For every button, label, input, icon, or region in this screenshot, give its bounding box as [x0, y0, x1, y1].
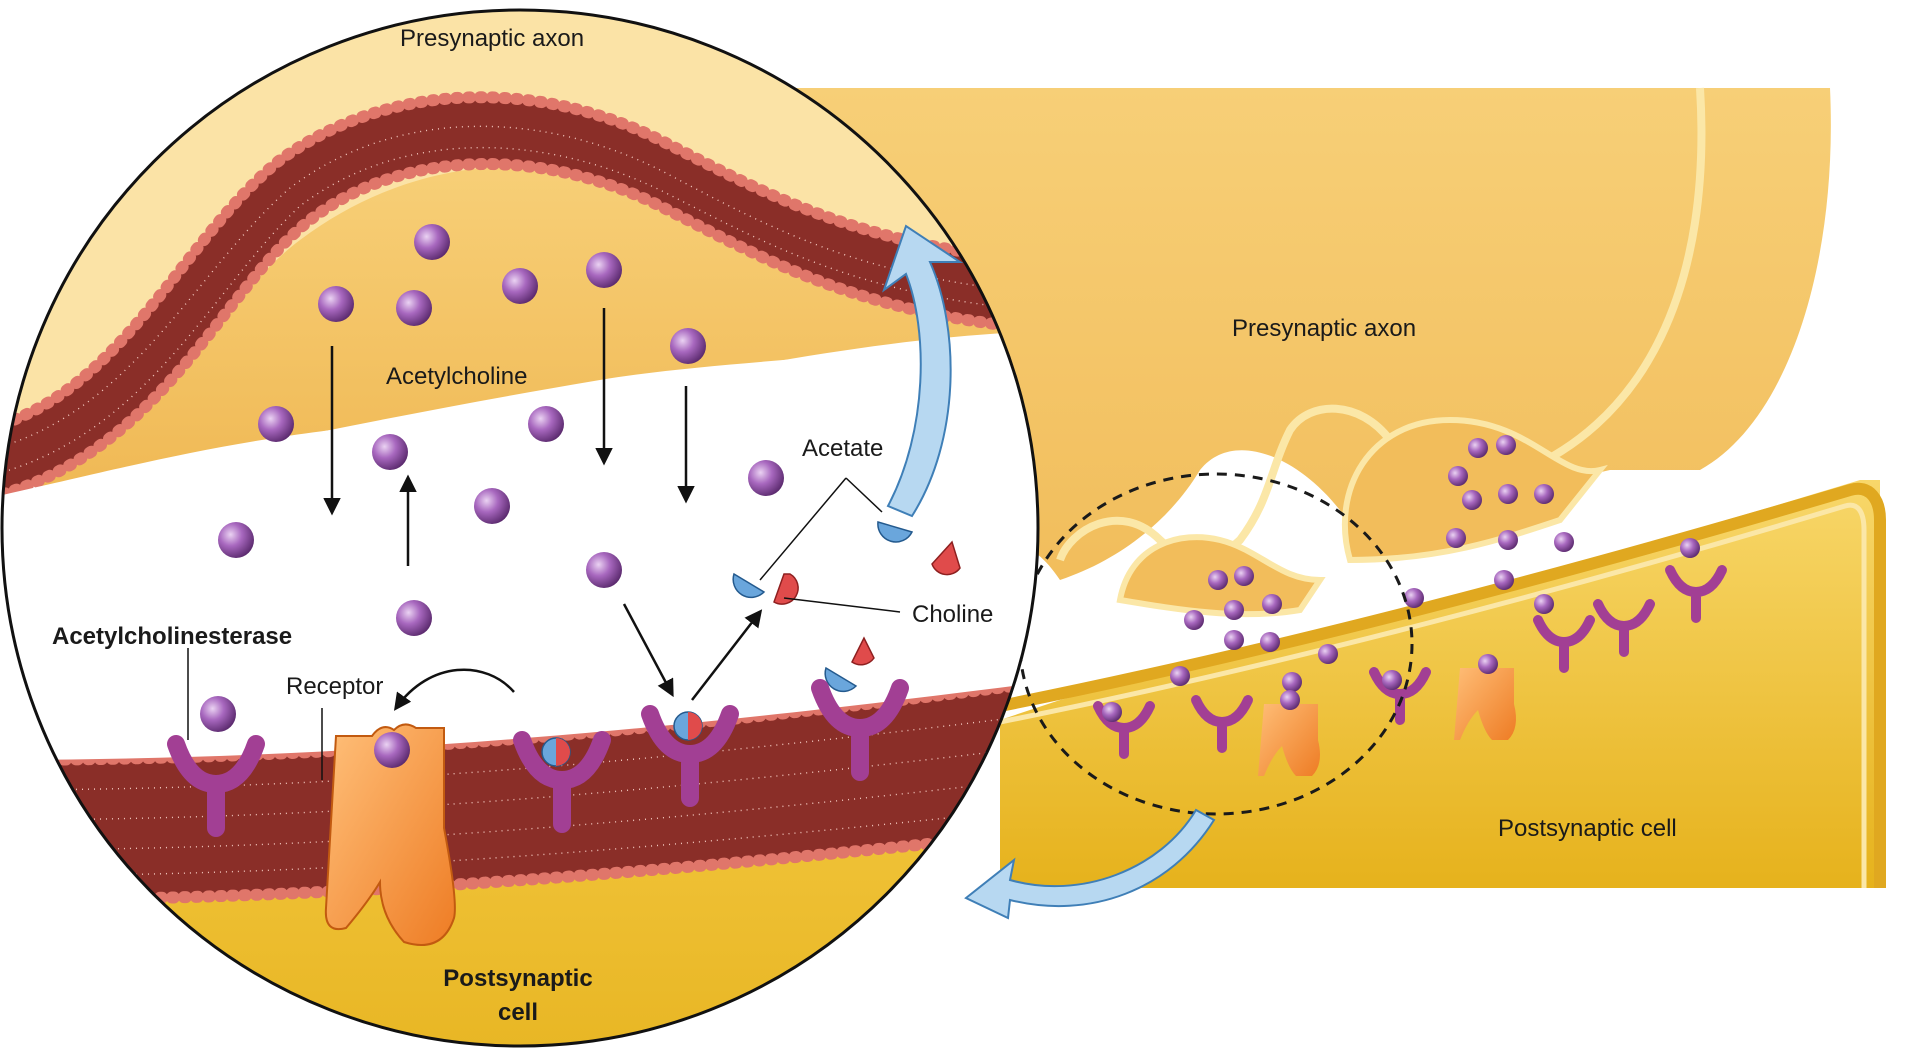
receptor-bound-acetylcholine	[374, 732, 410, 768]
acetate-fragment	[877, 521, 914, 543]
overview-acetylcholine	[1282, 672, 1302, 692]
enzyme-group	[167, 679, 909, 837]
overview-acetylcholine	[1462, 490, 1482, 510]
circle-presynaptic-label: Presynaptic axon	[400, 25, 584, 52]
overview-acetylcholine	[1382, 670, 1402, 690]
hydrolysis-arrow	[691, 609, 763, 701]
acetylcholine-molecule	[396, 600, 432, 636]
overview-acetylcholine	[1102, 702, 1122, 722]
acetylcholine-molecule	[586, 552, 622, 588]
overview-enzyme	[1191, 695, 1253, 753]
overview-enzyme	[1369, 667, 1431, 725]
acetylcholine-molecule	[748, 460, 784, 496]
bound-acetylcholine	[541, 711, 703, 767]
choline-fragment	[851, 636, 875, 666]
synaptic-cleft	[2, 330, 1038, 760]
overview-acetylcholine	[1554, 532, 1574, 552]
acetylcholine-label: Acetylcholine	[386, 363, 527, 390]
overview-axon-membrane	[1056, 87, 1706, 562]
overview-acetylcholine	[1534, 594, 1554, 614]
circle-postsynaptic-label-line2: cell	[498, 999, 538, 1026]
overview-acetylcholine	[1494, 570, 1514, 590]
acetylcholine-molecule	[372, 434, 408, 470]
acetylcholine-molecule	[200, 696, 236, 732]
overview-receptor-channel	[1454, 663, 1516, 740]
circle-postsynaptic-label-line1: Postsynaptic	[443, 965, 592, 992]
acetate-fragment	[732, 572, 766, 599]
choline-reuptake-arrow	[882, 224, 964, 518]
hydrolysis-products	[732, 521, 961, 693]
overview-acetylcholine	[1280, 690, 1300, 710]
acetylcholine-molecule	[218, 522, 254, 558]
circle-axon-inner	[40, 166, 1038, 490]
choline-label: Choline	[912, 601, 993, 628]
overview-receptor-channel	[1258, 699, 1320, 776]
overview-acetylcholine	[1224, 630, 1244, 650]
acetylcholine-molecule	[670, 328, 706, 364]
overview-acetylcholine-group	[1170, 435, 1574, 692]
overview-enzyme	[1593, 599, 1655, 657]
acetylcholinesterase-enzyme	[811, 679, 909, 781]
overview-acetylcholine	[1260, 632, 1280, 652]
overview-acetylcholine	[1498, 530, 1518, 550]
acetylcholine-molecule	[586, 252, 622, 288]
overview-acetylcholine	[1184, 610, 1204, 630]
acetylcholine-molecule	[414, 224, 450, 260]
presynaptic-membrane	[2, 97, 1038, 500]
acetylcholinesterase-enzyme	[641, 705, 739, 807]
zoom-region-outline	[1018, 472, 1414, 816]
overview-acetylcholine	[1404, 588, 1424, 608]
acetylcholinesterase-enzyme	[513, 731, 611, 833]
overview-presynaptic-label: Presynaptic axon	[1232, 315, 1416, 342]
acetylcholine-molecule	[474, 488, 510, 524]
overview-acetylcholine	[1496, 435, 1516, 455]
choline-leader	[783, 597, 901, 613]
overview-acetylcholine	[1208, 570, 1228, 590]
binding-arrow	[622, 603, 674, 698]
choline-fragment	[773, 573, 799, 605]
overview-acetylcholine	[1534, 484, 1554, 504]
overview-acetylcholine	[1448, 466, 1468, 486]
overview-enzyme	[1533, 615, 1595, 673]
overview-postsynaptic-label: Postsynaptic cell	[1498, 815, 1677, 842]
magnified-view-border	[0, 8, 1040, 1048]
overview-acetylcholine	[1224, 600, 1244, 620]
acetylcholine-group	[200, 224, 784, 732]
overview-vesicle-bulge-right	[1341, 416, 1608, 564]
acetate-leader	[759, 477, 883, 581]
acetylcholine-molecule	[502, 268, 538, 304]
diffusion-arrows	[323, 308, 763, 711]
acetylcholinesterase-label: Acetylcholinesterase	[52, 623, 292, 650]
acetylcholine-molecule	[528, 406, 564, 442]
overview-acetylcholine	[1234, 566, 1254, 586]
zoom-arrow	[964, 808, 1216, 920]
acetylcholine-molecule	[396, 290, 432, 326]
acetylcholinesterase-enzyme	[167, 735, 265, 837]
overview-acetylcholine	[1478, 654, 1498, 674]
overview-enzyme	[1665, 565, 1727, 623]
overview-acetylcholine	[1468, 438, 1488, 458]
overview-acetylcholine	[1498, 484, 1518, 504]
overview-acetylcholine	[1680, 538, 1700, 558]
receptor-binding-arrow	[393, 668, 515, 711]
receptor-label: Receptor	[286, 673, 383, 700]
acetylcholine-receptor-channel	[324, 723, 456, 946]
magnified-view: Presynaptic axon Acetylcholine Acetate C…	[2, 10, 1038, 1046]
overview-acetylcholine	[1262, 594, 1282, 614]
acetylcholine-molecule	[318, 286, 354, 322]
leader-lines	[187, 477, 901, 780]
overview-acetylcholine	[1318, 644, 1338, 664]
acetate-label: Acetate	[802, 435, 883, 462]
acetylcholine-molecule	[258, 406, 294, 442]
overview-acetylcholine	[1446, 528, 1466, 548]
overview-acetylcholine	[1170, 666, 1190, 686]
overview-postsynaptic-body	[1000, 480, 1880, 888]
choline-fragment	[931, 540, 961, 576]
acetate-fragment	[824, 666, 858, 693]
